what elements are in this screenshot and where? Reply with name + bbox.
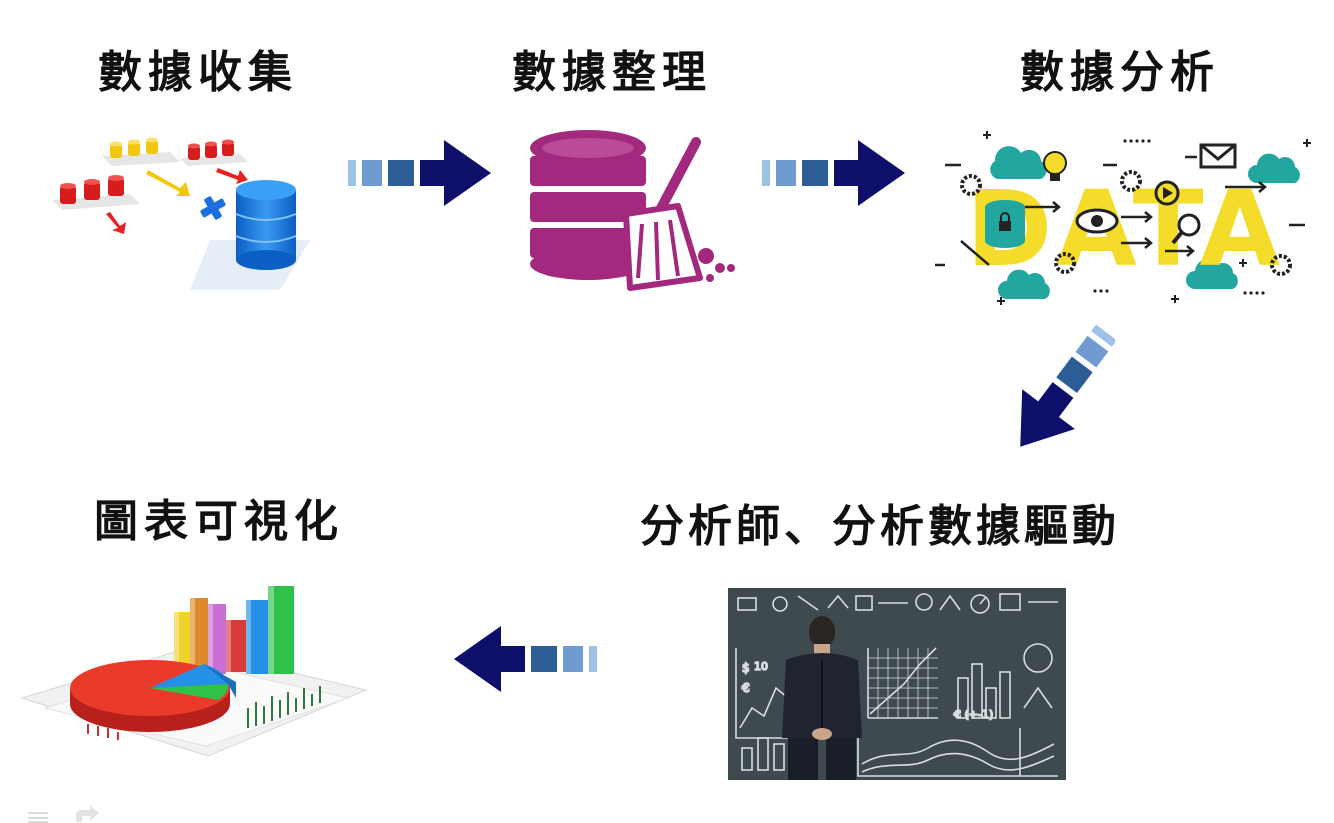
arrow-right-2 xyxy=(762,140,905,206)
svg-text:10: 10 xyxy=(754,660,768,673)
arrow-left xyxy=(454,626,597,692)
step-label-analyst: 分析師、分析數據驅動 xyxy=(640,501,1120,552)
slide-next-icon[interactable] xyxy=(72,802,102,823)
data-collection-icon xyxy=(52,137,310,290)
data-analysis-icon: DATA xyxy=(935,131,1311,305)
3d-chart-icon xyxy=(20,586,368,757)
arrow-right-1 xyxy=(348,140,491,206)
svg-text:€ (+-1): € (+-1) xyxy=(954,708,993,721)
svg-text:€: € xyxy=(742,681,750,695)
slide-menu-icon[interactable] xyxy=(26,806,52,823)
step-label-data-analysis: 數據分析 xyxy=(1020,47,1220,98)
step-label-data-collection: 數據收集 xyxy=(98,47,298,98)
step-label-visualization: 圖表可視化 xyxy=(94,496,344,547)
database-broom-icon xyxy=(530,130,735,291)
analyst-chalkboard-icon: $ 10 € € (+-1) xyxy=(728,588,1066,780)
step-label-data-cleaning: 數據整理 xyxy=(512,47,712,98)
arrow-down-left xyxy=(1020,324,1115,447)
svg-text:$: $ xyxy=(742,661,750,675)
